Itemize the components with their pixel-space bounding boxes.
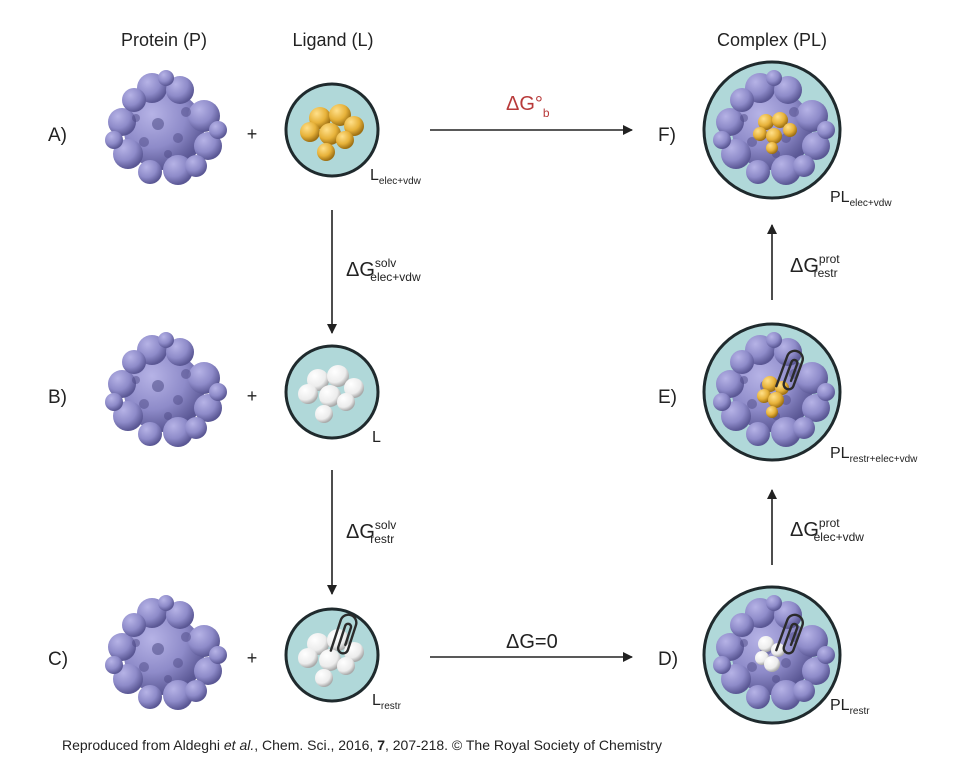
complex-f-state: PLelec+vdw: [830, 189, 892, 209]
state-label-e: E): [658, 387, 677, 408]
plus-sign-a: +: [247, 124, 258, 144]
header-complex: Complex (PL): [717, 30, 827, 50]
state-label-f: F): [658, 125, 676, 146]
complex-e: [702, 322, 842, 462]
protein-b: [105, 332, 227, 447]
ligand-b-state: L: [372, 429, 381, 446]
ligand-c-state: Lrestr: [372, 692, 402, 712]
ligand-c-solvated: [284, 607, 380, 703]
state-label-a: A): [48, 125, 67, 146]
plus-sign-b: +: [247, 386, 258, 406]
plus-sign-c: +: [247, 648, 258, 668]
svg-text:ΔG=0: ΔG=0: [506, 631, 558, 653]
header-ligand: Ligand (L): [292, 30, 373, 50]
ligand-a-state: Lelec+vdw: [370, 167, 422, 187]
svg-text:PLrestr+elec+vdw: PLrestr+elec+vdw: [830, 445, 918, 465]
reproduction-caption: Reproduced from Aldeghi et al., Chem. Sc…: [62, 737, 662, 753]
svg-text:Lrestr: Lrestr: [372, 692, 402, 712]
transition-label-zero: ΔG=0: [506, 631, 558, 653]
complex-f: [702, 60, 842, 200]
state-label-c: C): [48, 649, 68, 670]
ligand-a-solvated: [284, 82, 380, 178]
complex-d-state: PLrestr: [830, 697, 870, 717]
svg-text:ΔG°b: ΔG°b: [506, 93, 550, 120]
svg-text:Lelec+vdw: Lelec+vdw: [370, 167, 422, 187]
header-protein: Protein (P): [121, 30, 207, 50]
ligand-b-solvated: [284, 344, 380, 440]
svg-text:PLelec+vdw: PLelec+vdw: [830, 189, 892, 209]
transition-label-binding: ΔG°b: [506, 93, 550, 120]
protein-a: [105, 70, 227, 185]
complex-e-state: PLrestr+elec+vdw: [830, 445, 918, 465]
protein-c: [105, 595, 227, 710]
svg-text:PLrestr: PLrestr: [830, 697, 870, 717]
state-label-b: B): [48, 387, 67, 408]
complex-d: [702, 585, 842, 725]
state-label-d: D): [658, 649, 678, 670]
svg-text:L: L: [372, 429, 381, 446]
